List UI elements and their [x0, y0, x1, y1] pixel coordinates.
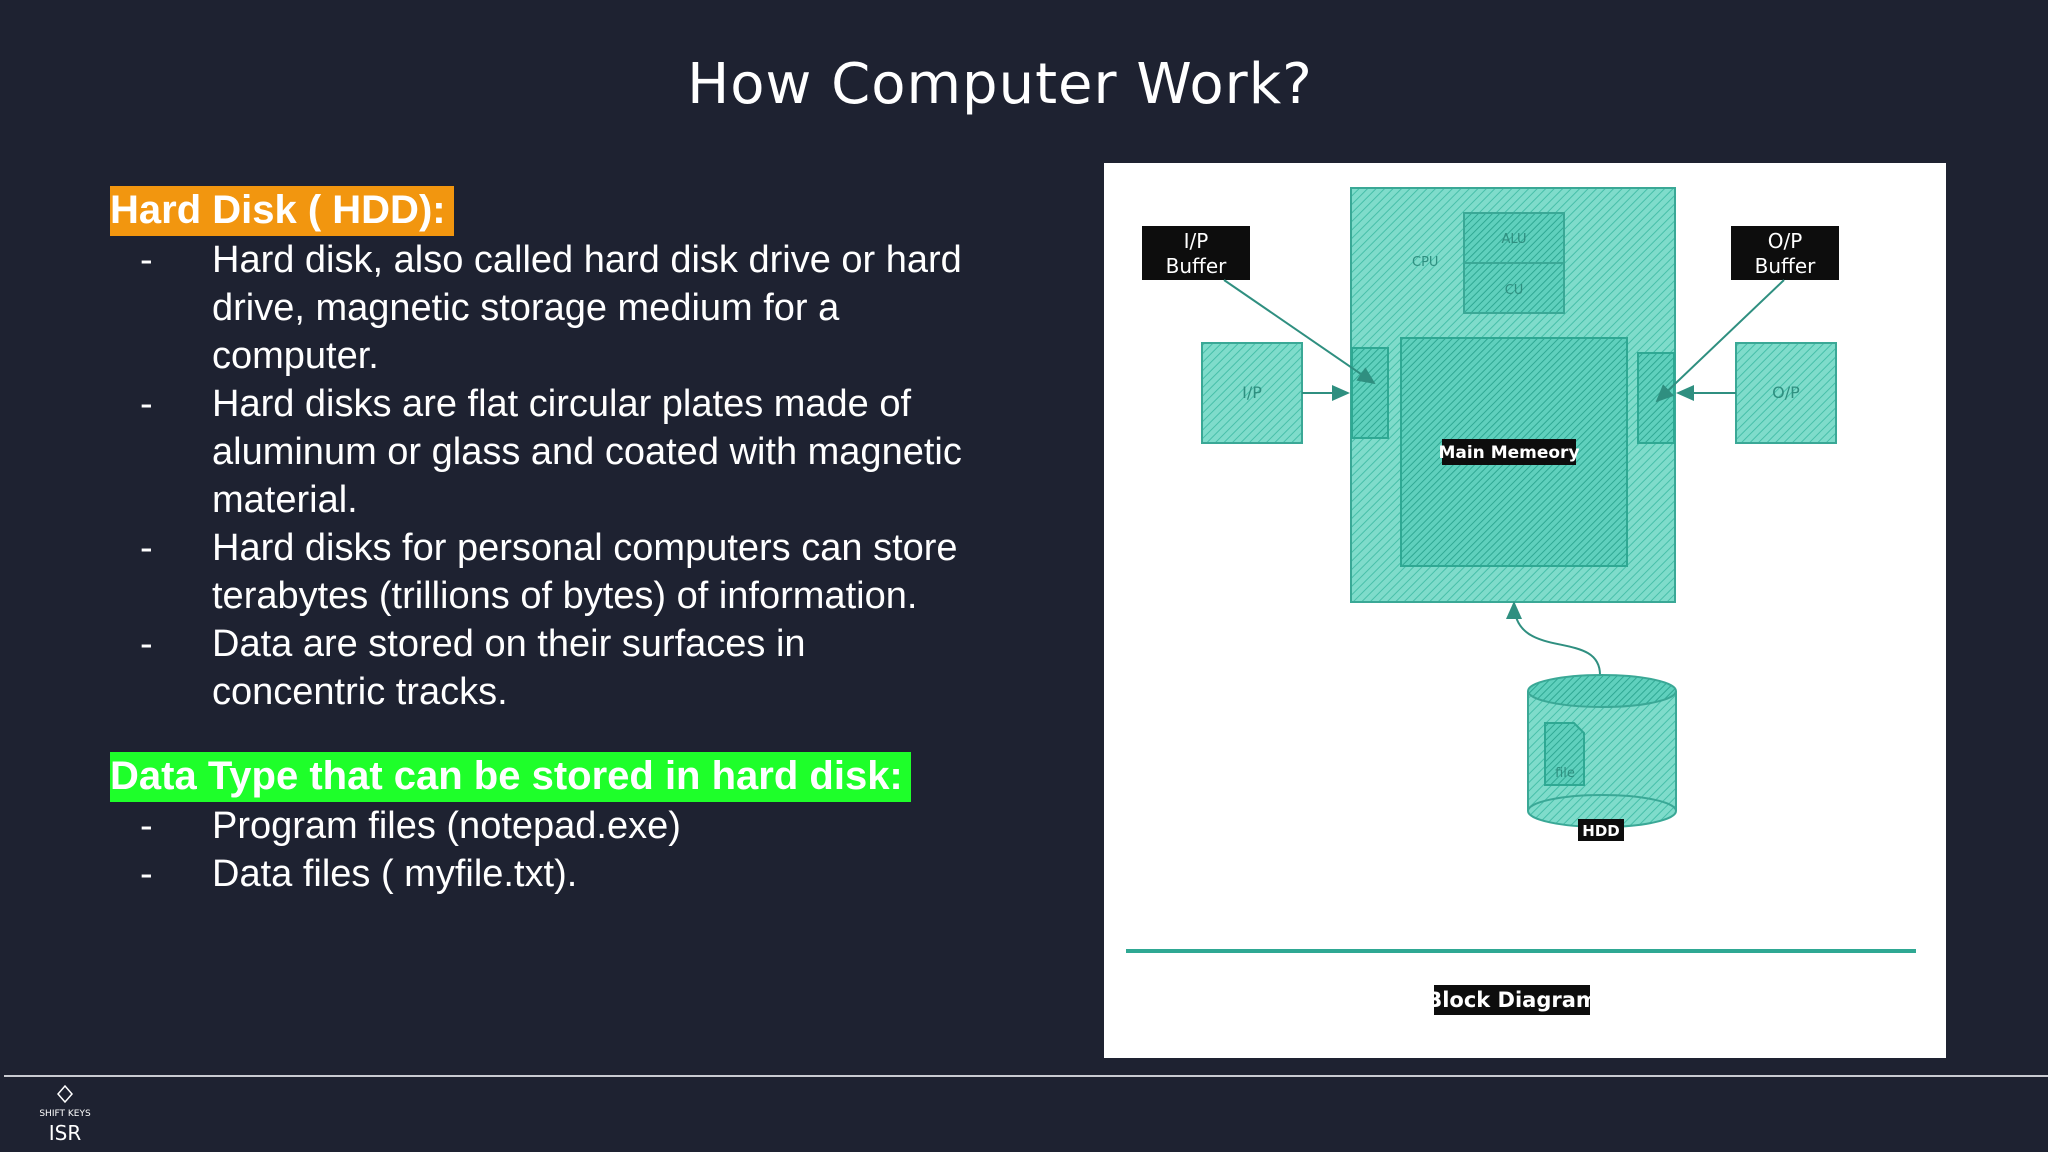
output-buffer-box — [1731, 226, 1839, 280]
bullet-line: Hard disks are flat circular plates made… — [212, 383, 912, 425]
text-content: Hard Disk ( HDD): - Hard disk, also call… — [110, 186, 1010, 898]
alu-block — [1463, 212, 1565, 264]
input-block — [1201, 342, 1303, 444]
bullet-line: Hard disks for personal computers can st… — [212, 527, 958, 569]
file-label: file — [1555, 766, 1575, 781]
bullet-dash: - — [140, 383, 153, 425]
file-icon — [1544, 722, 1585, 786]
hdd-label-bg — [1578, 819, 1624, 841]
section-gap — [110, 716, 1010, 752]
cu-block — [1463, 262, 1565, 314]
input-label: I/P — [1242, 383, 1262, 402]
bullet-dash: - — [140, 527, 153, 569]
main-memory-label-bg — [1442, 439, 1576, 465]
logo-mark-icon — [57, 1084, 73, 1104]
output-buffer-line: Buffer — [1755, 254, 1816, 278]
input-buffer-line: Buffer — [1166, 254, 1227, 278]
bullet-line: aluminum or glass and coated with magnet… — [212, 431, 962, 473]
bullet-item: - Program files (notepad.exe) — [110, 802, 1010, 850]
block-diagram: CPU ALU CU Main Memeory I/P O/P I/P Buff… — [1126, 187, 1916, 1015]
bullet-dash: - — [140, 805, 153, 847]
input-port-slot — [1351, 347, 1389, 439]
cpu-label: CPU — [1412, 255, 1438, 270]
input-buffer-line: I/P — [1184, 229, 1209, 253]
cu-label: CU — [1505, 283, 1524, 298]
hdd-label: HDD — [1582, 822, 1619, 840]
caption-bg — [1434, 985, 1590, 1015]
bullet-line: Data are stored on their surfaces in — [212, 623, 806, 665]
bullet-item: - Hard disks are flat circular plates ma… — [110, 380, 1010, 524]
input-buffer-pointer — [1223, 279, 1376, 385]
bullet-item: - Data files ( myfile.txt). — [110, 850, 1010, 898]
bullet-item: - Hard disks for personal computers can … — [110, 524, 1010, 620]
logo-text-bottom: ISR — [49, 1121, 82, 1145]
output-label: O/P — [1772, 383, 1800, 402]
bullet-line: Hard disk, also called hard disk drive o… — [212, 239, 962, 281]
block-diagram-panel: CPU ALU CU Main Memeory I/P O/P I/P Buff… — [1104, 163, 1946, 1058]
data-type-bullets: - Program files (notepad.exe) - Data fil… — [110, 802, 1010, 898]
diagram-caption: Block Diagram — [1426, 988, 1598, 1012]
hdd-connector — [1506, 601, 1601, 676]
hard-disk-bullets: - Hard disk, also called hard disk drive… — [110, 236, 1010, 716]
section-heading-data-types: Data Type that can be stored in hard dis… — [110, 752, 911, 802]
channel-logo: SHIFT KEYS ISR — [39, 1084, 91, 1145]
bullet-line: Program files (notepad.exe) — [212, 805, 681, 847]
footer-divider — [4, 1075, 2048, 1077]
bullet-dash: - — [140, 853, 153, 895]
logo-text-top: SHIFT KEYS — [39, 1109, 91, 1119]
bullet-dash: - — [140, 239, 153, 281]
bullet-line: material. — [212, 479, 358, 521]
output-buffer-line: O/P — [1768, 229, 1803, 253]
slide-title: How Computer Work? — [687, 52, 1313, 117]
output-buffer-pointer — [1655, 279, 1785, 403]
bullet-dash: - — [140, 623, 153, 665]
bullet-item: - Data are stored on their surfaces in c… — [110, 620, 1010, 716]
bullet-item: - Hard disk, also called hard disk drive… — [110, 236, 1010, 380]
bullet-line: drive, magnetic storage medium for a — [212, 287, 840, 329]
bullet-line: concentric tracks. — [212, 671, 508, 713]
input-buffer-box — [1142, 226, 1250, 280]
main-memory-label: Main Memeory — [1438, 443, 1579, 463]
section-heading-hard-disk: Hard Disk ( HDD): — [110, 186, 454, 236]
bullet-line: Data files ( myfile.txt). — [212, 853, 578, 895]
bullet-line: terabytes (trillions of bytes) of inform… — [212, 575, 918, 617]
output-port-slot — [1637, 352, 1675, 444]
bullet-line: computer. — [212, 335, 379, 377]
alu-label: ALU — [1501, 232, 1526, 247]
